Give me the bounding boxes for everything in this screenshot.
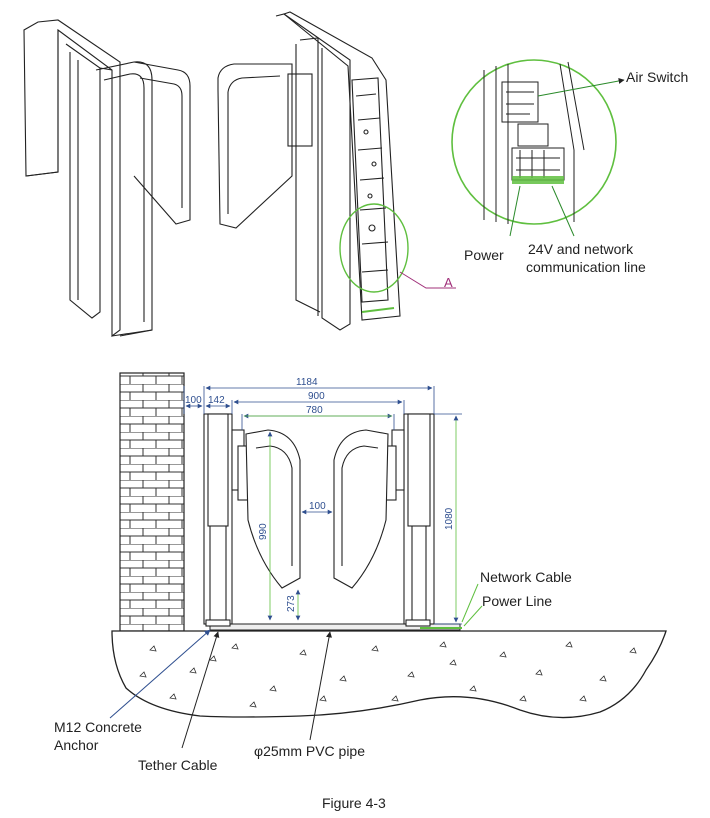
label-tether-cable: Tether Cable [138, 757, 218, 773]
right-turnstile-unit [275, 11, 401, 331]
power-leader [509, 185, 521, 237]
network-leader [551, 185, 575, 237]
network-cable-leader [461, 583, 479, 623]
brick-wall [119, 372, 185, 632]
label-anchor-line2: Anchor [54, 737, 99, 753]
air-switch-leader [537, 78, 625, 97]
pvc-leader [309, 631, 332, 741]
concrete-aggregate [139, 641, 637, 708]
figure-caption: Figure 4-3 [322, 795, 386, 811]
detail-magnified-view [451, 59, 617, 225]
label-pvc-pipe: φ25mm PVC pipe [254, 743, 365, 759]
dim-opening-width: 780 [306, 405, 323, 416]
callout-letter: A [444, 275, 453, 290]
label-power: Power [464, 247, 504, 263]
center-gate-wing [217, 63, 293, 229]
label-power-line: Power Line [482, 593, 552, 609]
dim-height-total: 1080 [444, 507, 455, 530]
turnstile-isometric-view [23, 11, 456, 338]
callout-ellipse [339, 203, 409, 293]
dim-post-width: 142 [208, 395, 225, 406]
left-turnstile-unit [23, 19, 191, 338]
right-post [381, 413, 435, 627]
label-air-switch: Air Switch [626, 69, 688, 85]
dim-leaf-clearance: 273 [286, 595, 297, 612]
power-line-leader [463, 605, 483, 627]
label-anchor-line1: M12 Concrete [54, 719, 142, 735]
dim-leaf-height: 990 [258, 523, 269, 540]
dim-inner-width: 900 [308, 391, 325, 402]
left-post [203, 413, 253, 627]
dim-leaf-gap: 100 [309, 501, 326, 512]
anchor-leader [109, 629, 211, 719]
label-network-cable: Network Cable [480, 569, 572, 585]
dim-total-width: 1184 [296, 377, 318, 388]
concrete-foundation [111, 630, 667, 719]
label-24v-network-line1: 24V and network [528, 241, 634, 257]
dimension-lines [183, 385, 462, 625]
label-24v-network-line2: communication line [526, 259, 646, 275]
callout-leader [399, 271, 456, 289]
gate-wings [245, 429, 389, 589]
tether-leader [181, 631, 220, 749]
dim-wall-gap: 100 [185, 395, 202, 406]
